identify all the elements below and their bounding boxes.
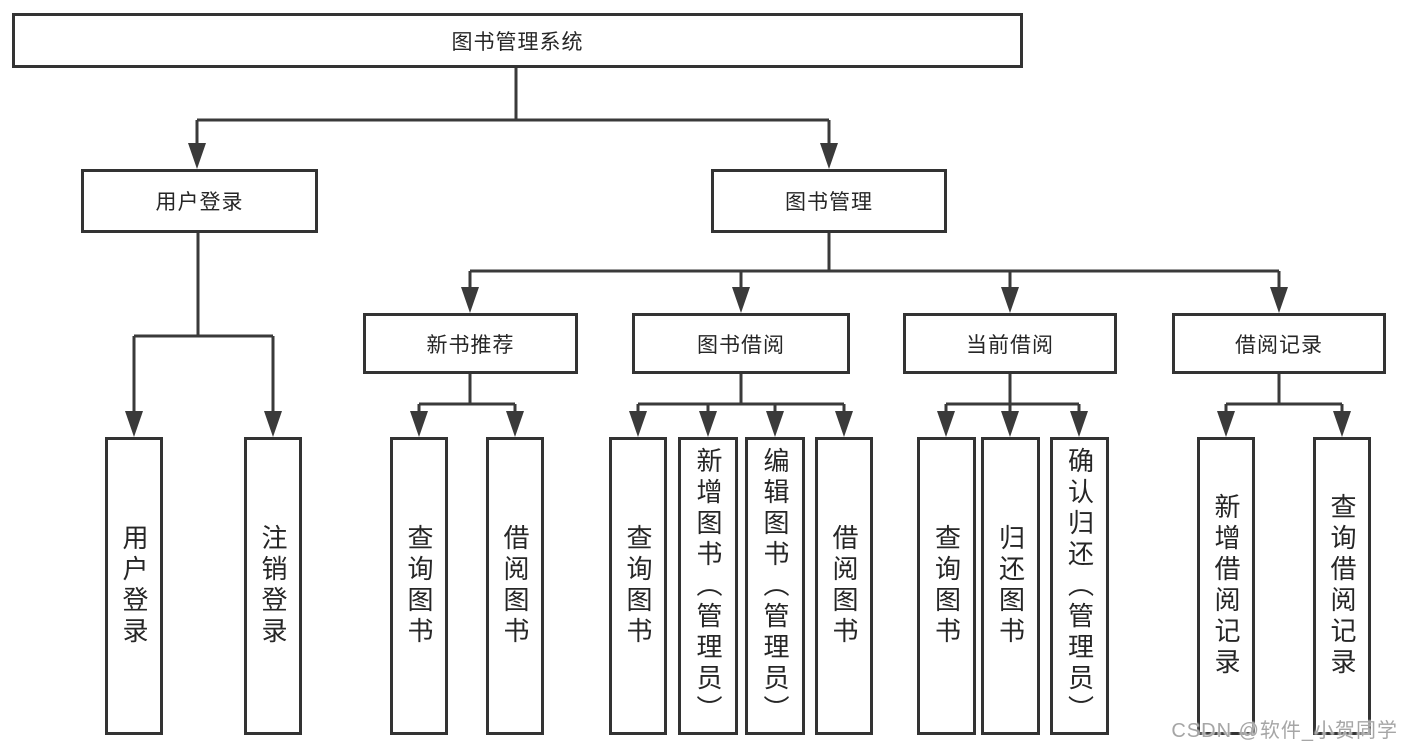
node-current-borrow: 当前借阅 <box>903 313 1117 374</box>
edge-recommend-to-leaves <box>417 374 517 414</box>
edge-records-to-leaves <box>1224 374 1344 414</box>
arrowhead <box>1270 287 1288 313</box>
leaf-borrow-books: 借阅图书 <box>815 437 873 735</box>
arrowhead <box>937 411 955 437</box>
leaf-label: 确认归还（管理员） <box>1064 446 1095 726</box>
leaf-label: 用户登录 <box>119 524 149 648</box>
arrowhead <box>1001 411 1019 437</box>
arrowhead <box>125 411 143 437</box>
leaf-add-borrow-record: 新增借阅记录 <box>1197 437 1255 735</box>
edge-root-to-level1 <box>195 68 831 146</box>
leaf-label: 归还图书 <box>995 524 1026 648</box>
arrowhead <box>264 411 282 437</box>
edge-login-to-leaves <box>132 233 275 414</box>
node-book-management: 图书管理 <box>711 169 947 233</box>
node-book-borrow: 图书借阅 <box>632 313 850 374</box>
leaf-label: 编辑图书（管理员） <box>760 446 790 726</box>
leaf-label: 查询借阅记录 <box>1327 493 1357 679</box>
arrowhead <box>188 143 206 169</box>
csdn-watermark: CSDN @软件_小贺同学 <box>1171 720 1398 742</box>
arrowhead <box>410 411 428 437</box>
edge-current-to-leaves <box>944 374 1081 414</box>
node-new-book-recommend: 新书推荐 <box>363 313 578 374</box>
arrowhead <box>766 411 784 437</box>
leaf-borrow-books-recommend: 借阅图书 <box>486 437 544 735</box>
leaf-query-books-borrow: 查询图书 <box>609 437 667 735</box>
arrowhead <box>1001 287 1019 313</box>
leaf-confirm-return-admin: 确认归还（管理员） <box>1050 437 1109 735</box>
leaf-user-login: 用户登录 <box>105 437 163 735</box>
leaf-label: 注销登录 <box>258 524 288 648</box>
arrowhead <box>699 411 717 437</box>
edge-borrow-to-leaves <box>636 374 846 414</box>
leaf-logout: 注销登录 <box>244 437 302 735</box>
node-user-login: 用户登录 <box>81 169 318 233</box>
leaf-query-books-recommend: 查询图书 <box>390 437 448 735</box>
leaf-add-books-admin: 新增图书（管理员） <box>678 437 738 735</box>
leaf-label: 借阅图书 <box>829 524 859 648</box>
node-borrow-records: 借阅记录 <box>1172 313 1386 374</box>
arrowhead <box>1333 411 1351 437</box>
leaf-return-books: 归还图书 <box>981 437 1040 735</box>
edge-mgmt-to-level2 <box>468 233 1281 290</box>
arrowhead <box>835 411 853 437</box>
leaf-label: 查询图书 <box>404 524 434 648</box>
leaf-query-books-current: 查询图书 <box>917 437 976 735</box>
arrowhead <box>820 143 838 169</box>
arrowhead <box>461 287 479 313</box>
arrowhead <box>732 287 750 313</box>
leaf-label: 新增借阅记录 <box>1211 493 1241 679</box>
arrowhead <box>1070 411 1088 437</box>
leaf-edit-books-admin: 编辑图书（管理员） <box>745 437 805 735</box>
leaf-label: 借阅图书 <box>500 524 530 648</box>
leaf-label: 查询图书 <box>931 524 962 648</box>
node-root-system: 图书管理系统 <box>12 13 1023 68</box>
arrowhead <box>1217 411 1235 437</box>
leaf-label: 新增图书（管理员） <box>693 446 723 726</box>
leaf-query-borrow-record: 查询借阅记录 <box>1313 437 1371 735</box>
arrowhead <box>629 411 647 437</box>
leaf-label: 查询图书 <box>623 524 653 648</box>
arrowhead <box>506 411 524 437</box>
